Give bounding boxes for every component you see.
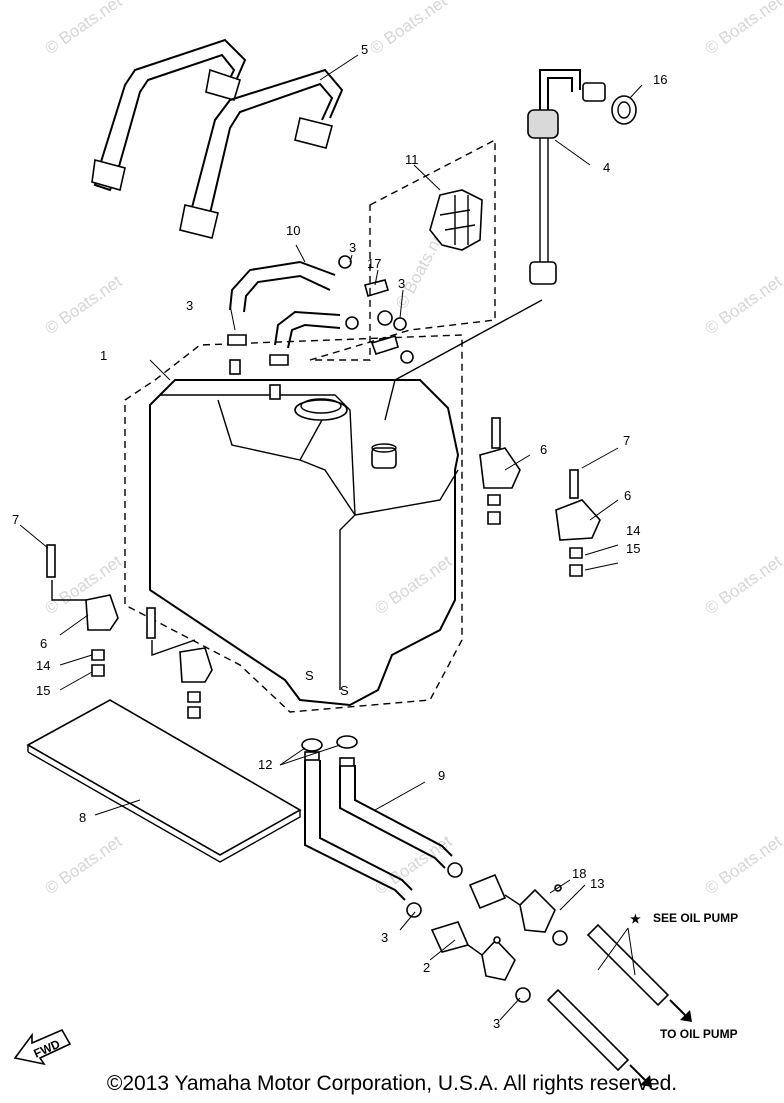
vent-hoses: [227, 260, 341, 400]
callout-12: 12: [258, 757, 272, 772]
callout-6: 6: [40, 636, 47, 651]
callout-14: 14: [626, 523, 640, 538]
callout-15: 15: [626, 541, 640, 556]
copyright-notice: ©2013 Yamaha Motor Corporation, U.S.A. A…: [106, 1072, 678, 1095]
outlet-hoses: [515, 923, 692, 1087]
callout-4: 4: [603, 160, 610, 175]
callout-16: 16: [653, 72, 667, 87]
callout-9: 9: [438, 768, 445, 783]
lower-hoses: [301, 735, 463, 918]
to-oil-pump-note: TO OIL PUMP: [660, 1027, 738, 1041]
svg-text:S: S: [340, 683, 349, 698]
cap-outline-dashed: [309, 138, 496, 361]
bracket-right-lower: [555, 469, 601, 577]
fwd-arrow: FWD: [13, 1028, 72, 1066]
callout-7: 7: [12, 512, 19, 527]
callout-14: 14: [36, 658, 50, 673]
level-sensor: [384, 69, 637, 421]
watermark: © Boats.net: [366, 0, 450, 58]
callout-3: 3: [398, 276, 405, 291]
fuel-filters: [430, 873, 562, 981]
callout-3: 3: [381, 930, 388, 945]
watermark: © Boats.net: [701, 0, 784, 58]
callout-6: 6: [624, 488, 631, 503]
tank-mat: [26, 699, 302, 863]
watermark: © Boats.net: [701, 271, 784, 338]
oil-pump-notes: ★ SEE OIL PUMP TO OIL PUMP: [630, 911, 738, 1041]
callout-11: 11: [405, 152, 419, 167]
callout-15: 15: [36, 683, 50, 698]
watermark: © Boats.net: [41, 0, 125, 58]
callout-5: 5: [361, 42, 368, 57]
fwd-label: FWD: [32, 1037, 63, 1061]
callout-17: 17: [367, 256, 381, 271]
svg-text:S: S: [305, 668, 314, 683]
watermark: © Boats.net: [371, 551, 455, 618]
callout-6: 6: [540, 442, 547, 457]
filler-cap: [429, 189, 483, 251]
callout-3: 3: [493, 1016, 500, 1031]
tank-straps: [91, 38, 344, 239]
watermark: © Boats.net: [41, 271, 125, 338]
bracket-left-upper: [46, 544, 119, 677]
bracket-right-upper: [479, 417, 521, 525]
tank-outline-dashed: [124, 334, 463, 713]
watermark: © Boats.net: [701, 831, 784, 898]
see-oil-pump-note: SEE OIL PUMP: [653, 911, 738, 925]
callout-8: 8: [79, 810, 86, 825]
callout-labels: 1 2 3 3 3 3 3 4 5 6 6 6 7 7 8 9 10 11 12…: [12, 42, 667, 1031]
callout-18: 18: [572, 866, 586, 881]
oil-tank: S S: [149, 379, 460, 707]
callout-1: 1: [100, 348, 107, 363]
callout-13: 13: [590, 876, 604, 891]
callout-2: 2: [423, 960, 430, 975]
watermark: © Boats.net: [41, 831, 125, 898]
top-clamps: [338, 255, 414, 364]
callout-10: 10: [286, 223, 300, 238]
bracket-left-lower: [146, 607, 213, 719]
leader-lines: [19, 54, 643, 1021]
callout-3: 3: [349, 240, 356, 255]
callout-7: 7: [623, 433, 630, 448]
callout-3: 3: [186, 298, 193, 313]
watermark: © Boats.net: [701, 551, 784, 618]
asterisk-mark: ★: [630, 912, 641, 926]
